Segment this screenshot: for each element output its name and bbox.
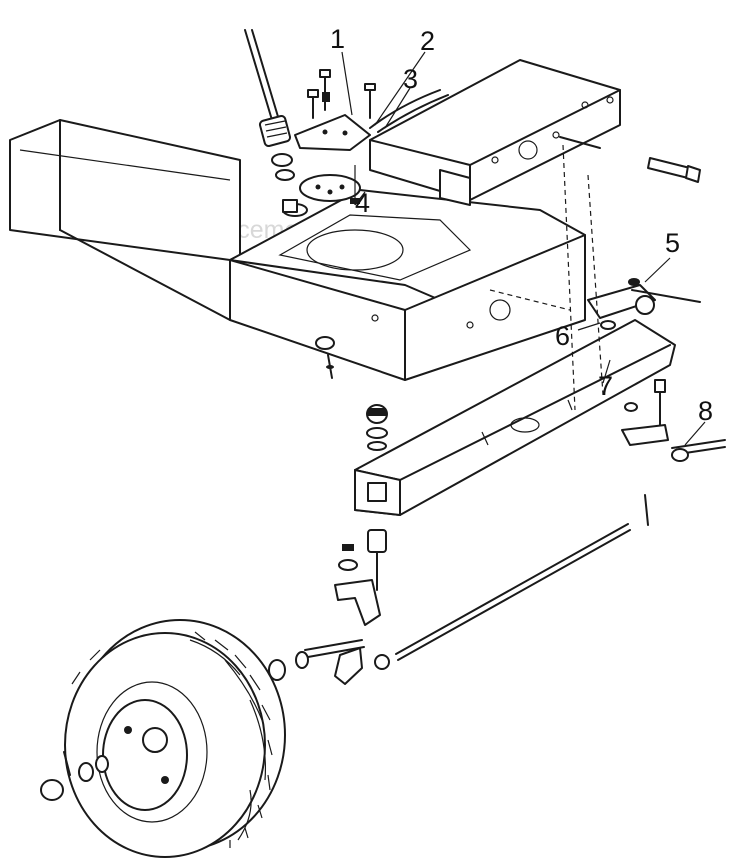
steering-shaft-assembly xyxy=(244,29,449,217)
callout-8: 8 xyxy=(698,396,713,426)
callout-leaders xyxy=(341,51,706,446)
left-spindle xyxy=(304,529,387,658)
front-axle-beam xyxy=(354,144,701,516)
callout-7: 7 xyxy=(598,371,613,401)
callout-4: 4 xyxy=(355,188,370,218)
callout-labels: 1 2 3 4 5 6 7 8 xyxy=(330,24,713,426)
right-spindle xyxy=(621,379,726,462)
frame-bottom-hardware xyxy=(315,336,335,379)
front-pivot-bolt xyxy=(559,136,701,183)
callout-2: 2 xyxy=(420,26,435,56)
callout-6: 6 xyxy=(555,321,570,351)
callout-3: 3 xyxy=(403,64,418,94)
callout-5: 5 xyxy=(665,228,680,258)
front-wheel xyxy=(40,619,309,858)
frame-assembly xyxy=(9,59,621,381)
tie-rod xyxy=(334,494,649,685)
callout-1: 1 xyxy=(330,24,345,54)
